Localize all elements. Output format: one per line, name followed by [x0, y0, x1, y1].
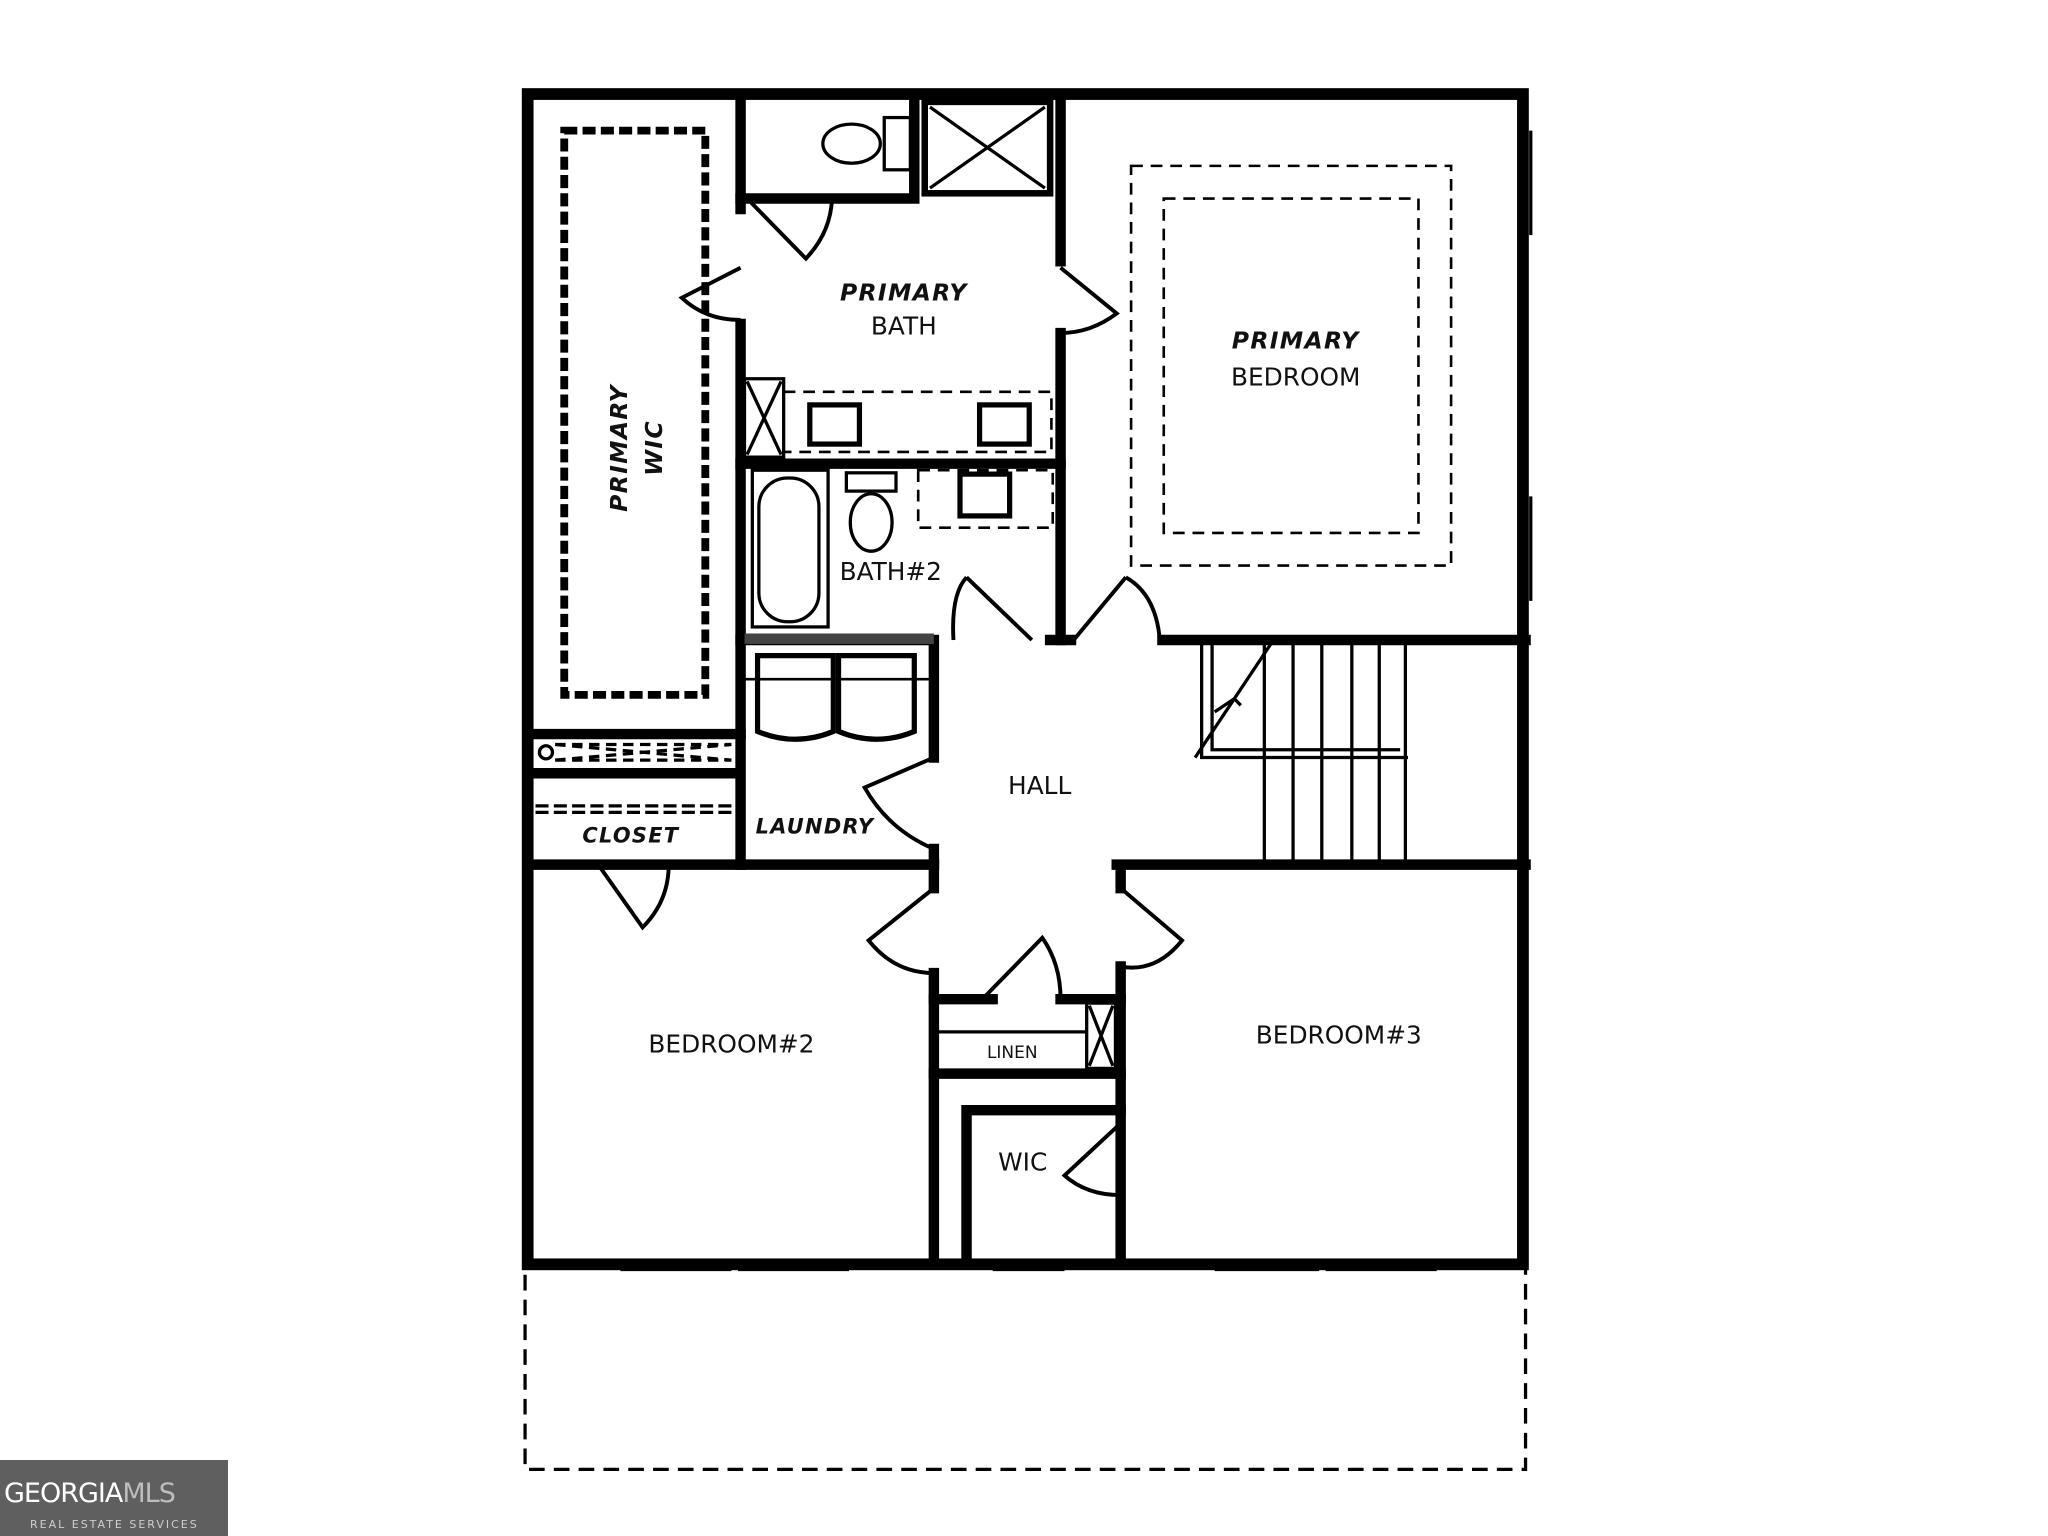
exterior-wall — [521, 88, 1529, 1271]
label-bedroom2: BEDROOM#2 — [648, 1030, 814, 1059]
label-primary-bath-2: BATH — [871, 311, 937, 340]
label-linen: LINEN — [987, 1043, 1038, 1063]
linen-closet — [933, 1001, 1118, 1071]
shower — [921, 98, 1054, 197]
label-bedroom3: BEDROOM#3 — [1256, 1021, 1422, 1050]
staircase[interactable] — [1193, 639, 1408, 863]
laundry-shelf — [744, 633, 934, 644]
doors[interactable] — [596, 198, 1185, 1198]
label-bath2: BATH#2 — [840, 557, 942, 586]
vanity-primary — [742, 377, 1053, 459]
washer-dryer — [744, 653, 930, 742]
porch-outline — [523, 1265, 1528, 1472]
label-wic: WIC — [998, 1147, 1047, 1176]
label-primary-bedroom-1: PRIMARY — [1232, 327, 1361, 355]
label-primary-wic-1: PRIMARY — [605, 382, 633, 511]
label-closet: CLOSET — [582, 823, 679, 847]
label-primary-wic-2: WIC — [640, 420, 668, 476]
closet-rod — [535, 742, 732, 815]
wic-shelving — [560, 126, 710, 699]
tray-ceiling-outer — [1129, 164, 1453, 567]
label-laundry: LAUNDRY — [756, 814, 875, 838]
bathtub — [750, 468, 830, 629]
interior-walls — [522, 88, 1531, 1266]
vanity-bath2 — [916, 468, 1055, 529]
logo-text: GEORGIAMLS — [4, 1478, 176, 1509]
windows — [620, 130, 1533, 1272]
toilet-icon — [821, 115, 912, 172]
label-primary-bedroom-2: BEDROOM — [1231, 362, 1360, 391]
tray-ceiling-inner — [1162, 197, 1420, 535]
georgia-mls-logo: GEORGIAMLS REAL ESTATE SERVICES — [0, 1460, 228, 1536]
label-hall: HALL — [1008, 771, 1071, 800]
toilet-icon — [844, 471, 898, 553]
logo-subtitle: REAL ESTATE SERVICES — [30, 1518, 199, 1531]
label-primary-bath-1: PRIMARY — [840, 278, 969, 306]
